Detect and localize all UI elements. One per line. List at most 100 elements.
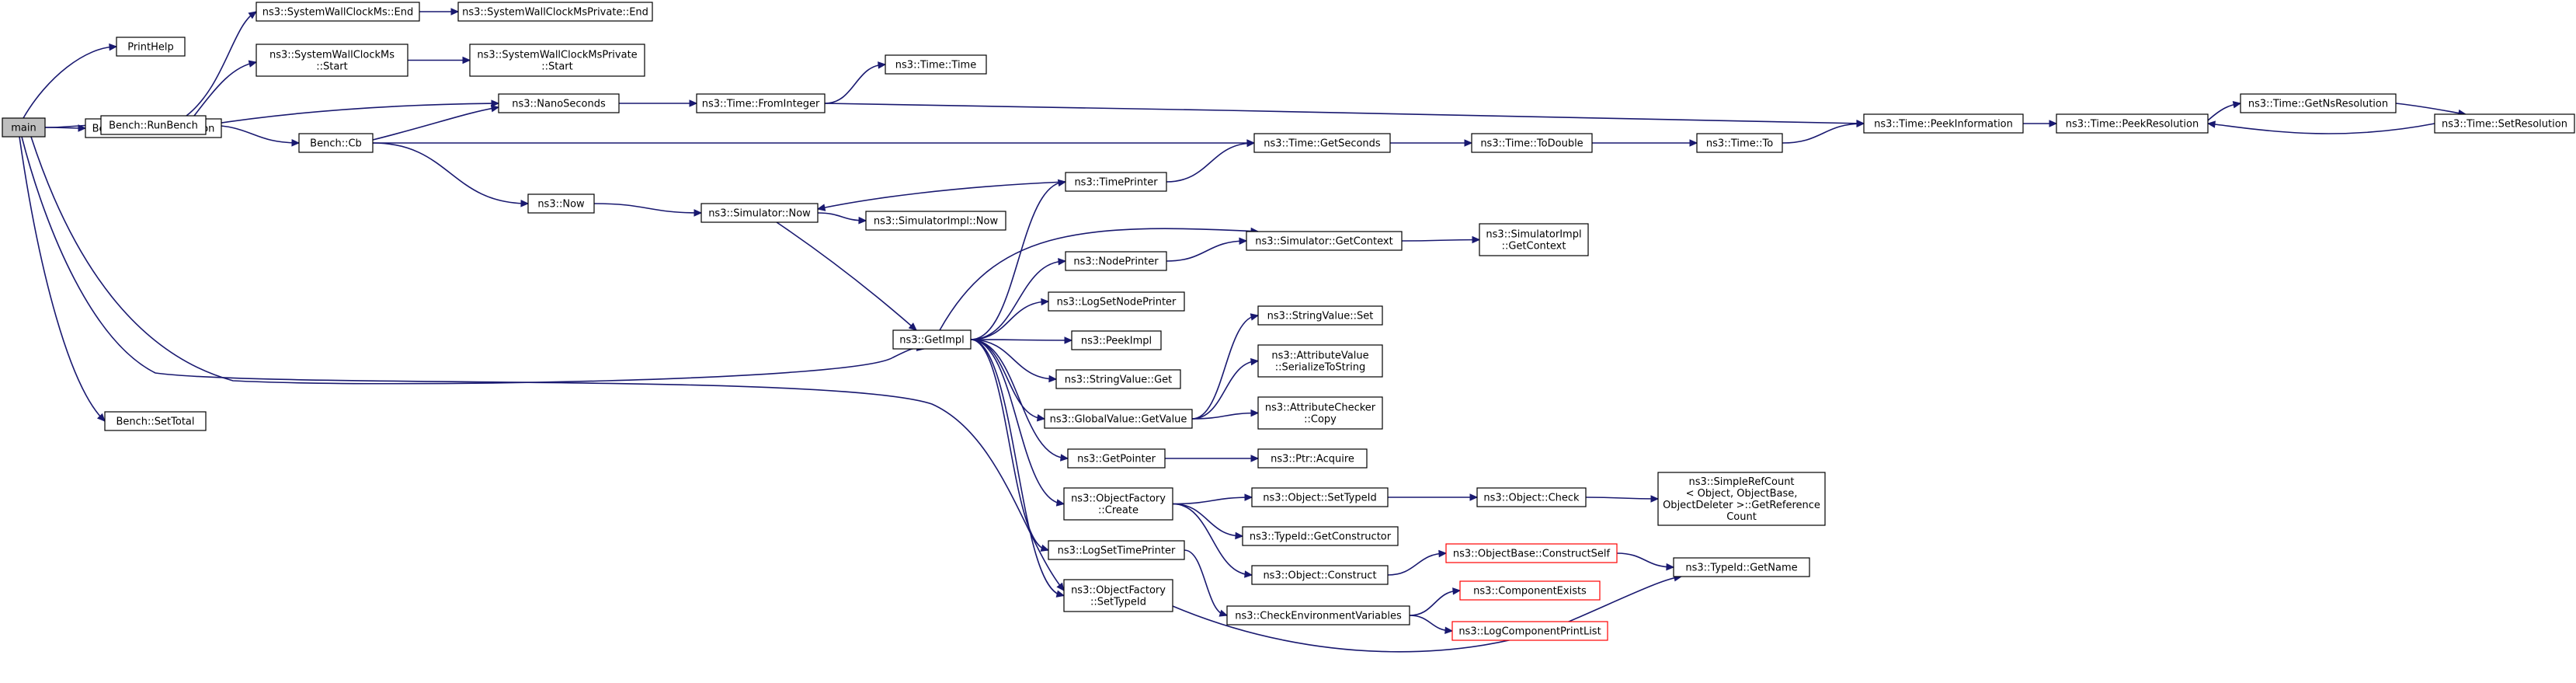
edge-benchcb-to-now	[372, 142, 530, 207]
node-compexists[interactable]: ns3::ComponentExists	[1459, 580, 1601, 601]
edge-arrowhead	[1246, 139, 1256, 148]
node-attrcopy[interactable]: ns3::AttributeChecker::Copy	[1257, 396, 1383, 430]
edge-fromint-to-timetime	[824, 61, 887, 104]
node-objsettypeid[interactable]: ns3::Object::SetTypeId	[1251, 487, 1389, 507]
node-simgetctx[interactable]: ns3::Simulator::GetContext	[1246, 231, 1403, 251]
node-logsetnode[interactable]: ns3::LogSetNodePrinter	[1048, 291, 1185, 312]
edge-constructself-to-typeidgetname	[1616, 552, 1675, 571]
edges-layer	[19, 8, 2467, 653]
node-label: ns3::Simulator::Now	[708, 208, 811, 220]
node-typeidgetname[interactable]: ns3::TypeId::GetName	[1673, 557, 1810, 577]
node-wallprivstart[interactable]: ns3::SystemWallClockMsPrivate::Start	[469, 44, 645, 77]
node-ofcreate[interactable]: ns3::ObjectFactory::Create	[1063, 487, 1173, 521]
edge-arrowhead	[1250, 455, 1260, 462]
edge-ofcreate-to-objconstruct	[1172, 503, 1253, 578]
node-label: ns3::ObjectBase::ConstructSelf	[1453, 549, 1611, 560]
node-label: ns3::LogComponentPrintList	[1458, 626, 1601, 638]
edge-ofcreate-to-typeidctor	[1172, 503, 1244, 540]
edge-arrowhead	[491, 99, 500, 107]
node-settotal[interactable]: Bench::SetTotal	[104, 411, 207, 431]
node-objcheck[interactable]: ns3::Object::Check	[1476, 487, 1587, 507]
edge-logsettime-to-checkenv	[1184, 549, 1229, 617]
node-todouble[interactable]: ns3::Time::ToDouble	[1471, 133, 1593, 153]
node-attrser[interactable]: ns3::AttributeValue::SerializeToString	[1257, 344, 1383, 378]
node-main[interactable]: main	[2, 117, 46, 138]
node-nodeprinter[interactable]: ns3::NodePrinter	[1065, 251, 1167, 271]
node-stringget[interactable]: ns3::StringValue::Get	[1055, 369, 1181, 389]
edge-line	[23, 46, 117, 119]
edge-main-to-getimpl	[30, 136, 926, 385]
node-getseconds[interactable]: ns3::Time::GetSeconds	[1253, 133, 1391, 153]
edge-arrowhead	[1438, 549, 1448, 558]
edge-ofcreate-to-objsettypeid	[1172, 493, 1253, 505]
node-typeidctor[interactable]: ns3::TypeId::GetConstructor	[1242, 526, 1399, 546]
edge-line	[824, 64, 886, 104]
edge-arrowhead	[878, 61, 887, 69]
edge-arrowhead	[1650, 495, 1660, 503]
node-label: ns3::Time::ToDouble	[1480, 138, 1583, 150]
node-nanoseconds[interactable]: ns3::NanoSeconds	[498, 93, 620, 113]
node-box	[104, 411, 207, 431]
node-label: ns3::Object::Check	[1483, 493, 1580, 504]
node-benchcb[interactable]: Bench::Cb	[298, 133, 374, 153]
node-label: ::SetTypeId	[1090, 597, 1146, 608]
edge-getseconds-to-todouble	[1390, 139, 1473, 147]
node-simnow[interactable]: ns3::Simulator::Now	[700, 203, 819, 223]
node-stringset[interactable]: ns3::StringValue::Set	[1257, 305, 1383, 326]
node-label: ns3::AttributeChecker	[1265, 402, 1376, 414]
node-logcompprint[interactable]: ns3::LogComponentPrintList	[1451, 621, 1608, 641]
node-peekres[interactable]: ns3::Time::PeekResolution	[2056, 113, 2209, 134]
node-wallend[interactable]: ns3::SystemWallClockMs::End	[256, 2, 420, 22]
edge-line	[372, 142, 529, 204]
node-label: ns3::ObjectFactory	[1071, 585, 1166, 597]
node-wallstart[interactable]: ns3::SystemWallClockMs::Start	[256, 44, 408, 77]
edge-arrowhead	[1666, 563, 1675, 571]
edge-line	[1191, 315, 1259, 420]
node-implgetctx[interactable]: ns3::SimulatorImpl::GetContext	[1479, 223, 1589, 256]
node-runbench[interactable]: Bench::RunBench	[100, 115, 207, 135]
node-checkenv[interactable]: ns3::CheckEnvironmentVariables	[1226, 605, 1410, 626]
edge-runbench-to-wallstart	[193, 60, 258, 117]
node-getnsres[interactable]: ns3::Time::GetNsResolution	[2240, 93, 2397, 113]
edge-checkenv-to-compexists	[1409, 587, 1462, 616]
node-box	[1451, 621, 1608, 641]
node-constructself[interactable]: ns3::ObjectBase::ConstructSelf	[1445, 543, 1618, 563]
node-box	[100, 115, 207, 135]
edge-line	[970, 339, 1065, 597]
edge-getimpl-to-nodeprinter	[970, 257, 1067, 340]
node-peekinfo[interactable]: ns3::Time::PeekInformation	[1863, 113, 2024, 134]
edge-line	[824, 103, 1865, 124]
node-globalget[interactable]: ns3::GlobalValue::GetValue	[1044, 409, 1193, 429]
node-box	[885, 54, 987, 75]
edge-line	[1401, 239, 1480, 242]
node-simplerefcount[interactable]: ns3::SimpleRefCount< Object, ObjectBase,…	[1657, 472, 1826, 526]
node-getpointer[interactable]: ns3::GetPointer	[1067, 448, 1166, 469]
node-label: Bench::Cb	[310, 138, 362, 150]
node-wallprivend[interactable]: ns3::SystemWallClockMsPrivate::End	[457, 2, 653, 22]
node-label: ::Start	[316, 61, 348, 73]
edge-objsettypeid-to-objcheck	[1387, 493, 1479, 501]
node-implnow[interactable]: ns3::SimulatorImpl::Now	[865, 211, 1006, 231]
node-logsettime[interactable]: ns3::LogSetTimePrinter	[1048, 540, 1185, 560]
edge-line	[1166, 240, 1247, 262]
node-label: ns3::SystemWallClockMsPrivate	[477, 50, 637, 61]
node-timetime[interactable]: ns3::Time::Time	[885, 54, 987, 75]
node-fromint[interactable]: ns3::Time::FromInteger	[696, 93, 826, 113]
node-timeto[interactable]: ns3::Time::To	[1696, 133, 1783, 153]
edge-arrowhead	[248, 60, 258, 68]
node-ptracquire[interactable]: ns3::Ptr::Acquire	[1257, 448, 1368, 469]
edge-nodeprinter-to-simgetctx	[1166, 237, 1248, 262]
node-setres[interactable]: ns3::Time::SetResolution	[2434, 113, 2575, 134]
edge-arrowhead	[1856, 120, 1865, 128]
node-objconstruct[interactable]: ns3::Object::Construct	[1251, 565, 1389, 585]
node-peekimpl[interactable]: ns3::PeekImpl	[1071, 330, 1162, 350]
node-timeprinter[interactable]: ns3::TimePrinter	[1065, 172, 1167, 192]
node-now[interactable]: ns3::Now	[527, 193, 595, 214]
edge-arrowhead	[1250, 409, 1260, 417]
node-label: ns3::TypeId::GetName	[1685, 563, 1797, 574]
node-printhelp[interactable]: PrintHelp	[116, 37, 186, 57]
node-ofsettypeid[interactable]: ns3::ObjectFactory::SetTypeId	[1063, 579, 1173, 612]
node-getimpl[interactable]: ns3::GetImpl	[892, 329, 972, 350]
node-label: ns3::Time::PeekResolution	[2066, 119, 2199, 131]
edge-arrowhead	[1060, 454, 1069, 462]
